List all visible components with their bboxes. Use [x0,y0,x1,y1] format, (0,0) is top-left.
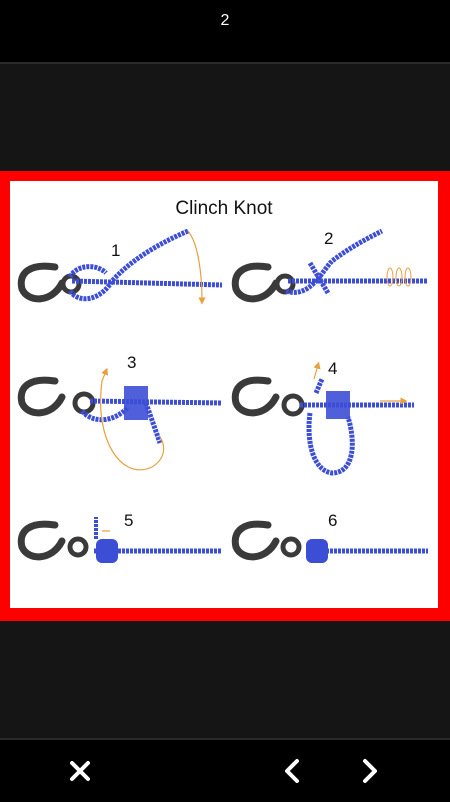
step-label-5: 5 [124,511,134,530]
chevron-right-icon [363,759,377,783]
top-bar: 2 [0,0,450,64]
step-1-drawing [17,228,223,305]
knot-title: Clinch Knot [175,198,273,219]
knot-diagram [17,228,428,563]
bottom-toolbar [0,738,450,802]
close-button[interactable] [63,754,97,788]
knot-illustration: Clinch Knot 1 2 3 4 5 6 [10,181,438,608]
previous-button[interactable] [275,754,309,788]
step-3-drawing [17,367,223,471]
step-label-4: 4 [328,359,338,378]
step-label-1: 1 [111,241,121,260]
chevron-left-icon [285,759,299,783]
step-6-drawing [231,520,428,563]
step-label-6: 6 [328,511,338,530]
step-5-drawing [17,517,222,563]
step-2-drawing [231,228,428,303]
step-label-3: 3 [127,353,137,372]
close-icon [70,761,90,781]
page-number: 2 [220,12,230,29]
next-button[interactable] [353,754,387,788]
step-label-2: 2 [324,229,334,248]
image-frame: Clinch Knot 1 2 3 4 5 6 [0,171,450,621]
step-4-drawing [231,361,414,476]
